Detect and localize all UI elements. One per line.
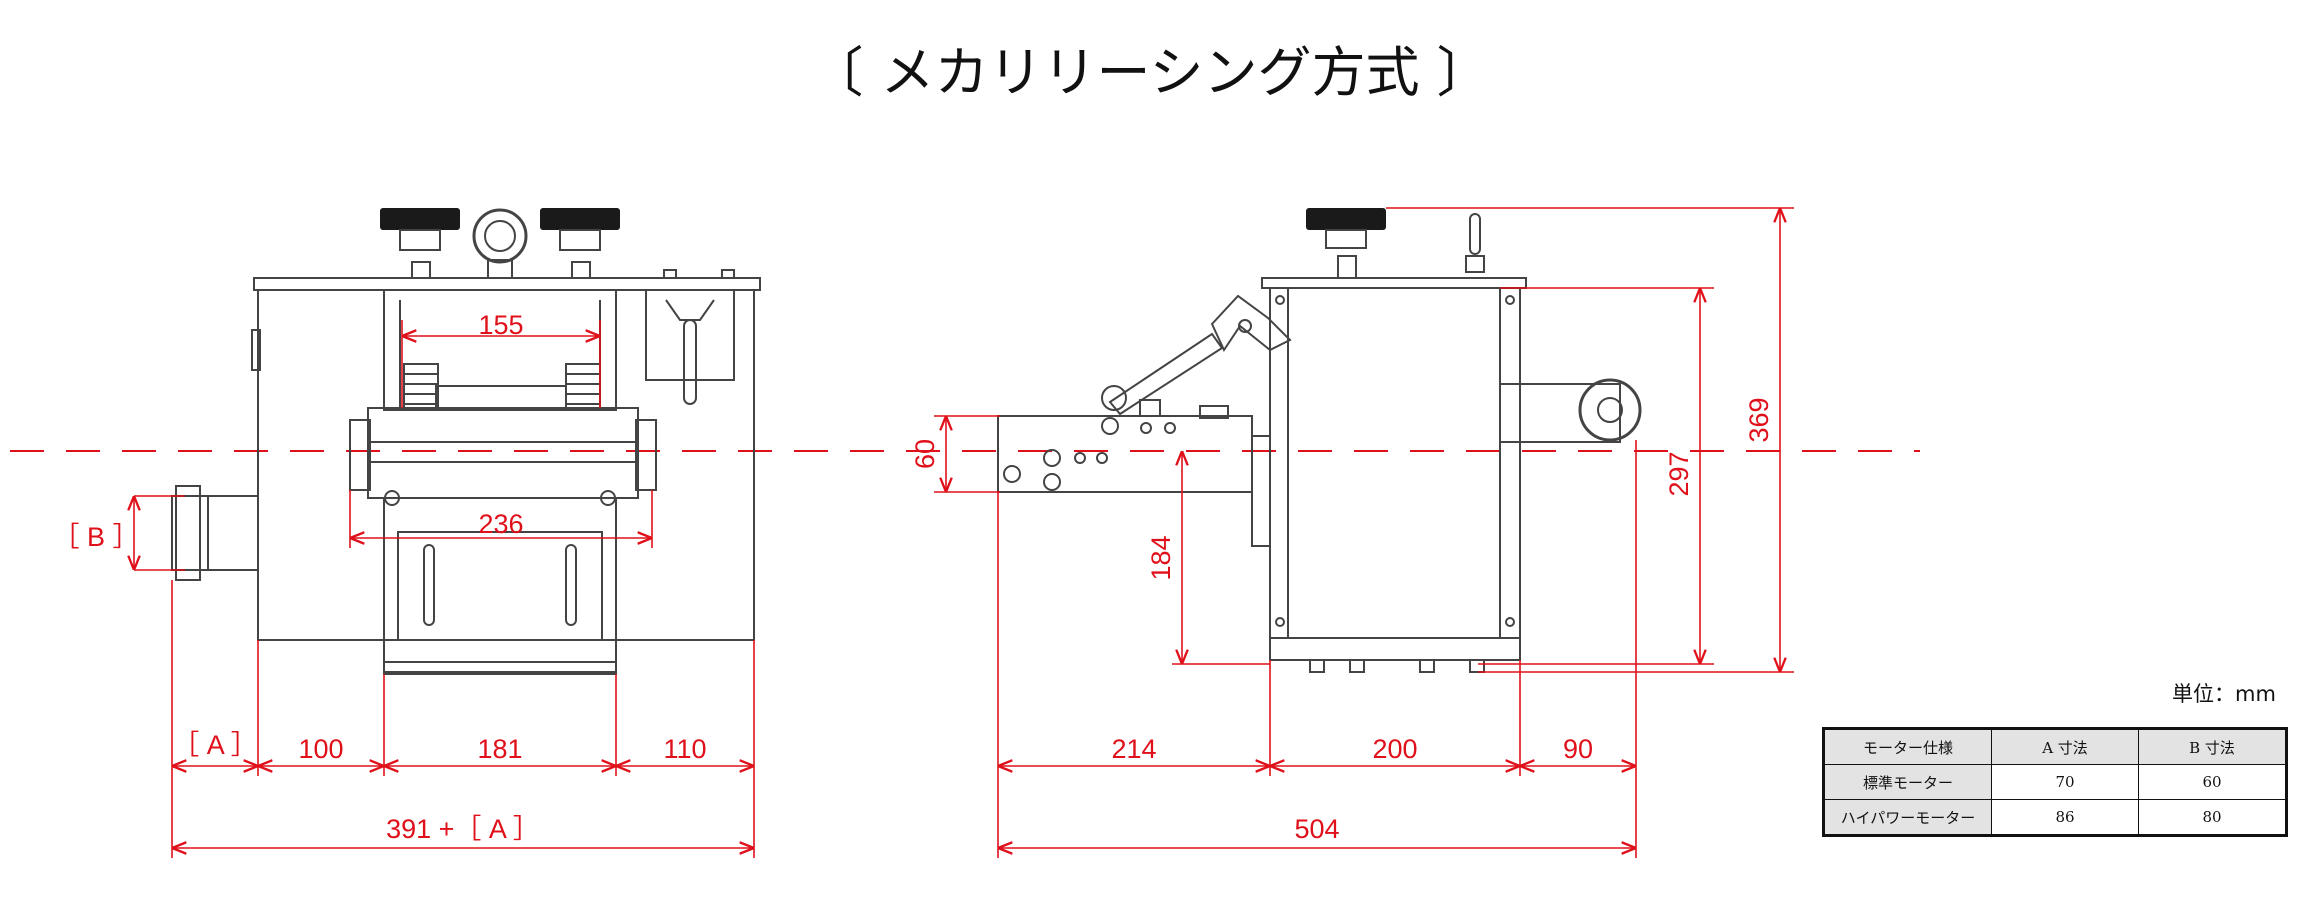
roller-icon [1578, 378, 1642, 442]
dim-214: 214 [1111, 734, 1156, 764]
table-cell: 60 [2138, 764, 2288, 800]
page-title: 〔 メカリリーシング方式 〕 [809, 41, 1491, 104]
table-header: モーター仕様 [1822, 727, 1992, 765]
dim-side-total: 504 [1294, 814, 1339, 844]
motor-spec-table: モーター仕様 A 寸法 B 寸法 標準モーター 70 60 ハイパワーモーター … [1822, 727, 2288, 837]
table-header: A 寸法 [1991, 727, 2139, 765]
side-dimension-lines [934, 207, 1794, 858]
front-dimension-lines [134, 320, 755, 858]
dim-90: 90 [1563, 734, 1593, 764]
dim-a: ［ A ］ [172, 730, 258, 760]
side-knobs [1306, 208, 1485, 279]
dim-200: 200 [1372, 734, 1417, 764]
dim-front-total: 391 +［ A ］ [386, 814, 540, 844]
dim-297: 297 [1664, 451, 1694, 496]
unit-label: 単位：mm [2172, 682, 2276, 706]
knob-icon [540, 208, 620, 230]
table-row: ハイパワーモーター 86 80 [1822, 799, 2288, 837]
dim-110: 110 [663, 734, 706, 764]
dim-155: 155 [478, 310, 523, 340]
table-cell: 86 [1991, 799, 2139, 837]
table-header: B 寸法 [2138, 727, 2288, 765]
dim-60: 60 [910, 439, 940, 469]
front-view [171, 261, 761, 675]
motor [171, 495, 259, 571]
table-cell: 標準モーター [1822, 764, 1992, 800]
table-header-row: モーター仕様 A 寸法 B 寸法 [1822, 727, 2288, 765]
dim-100: 100 [298, 734, 343, 764]
table-row: 標準モーター 70 60 [1822, 764, 2288, 800]
table-cell: 80 [2138, 799, 2288, 837]
dim-369: 369 [1744, 397, 1774, 442]
eyebolt-icon [472, 208, 528, 264]
spring-right [565, 363, 601, 411]
dim-184: 184 [1146, 535, 1176, 580]
spring-left [403, 363, 439, 411]
dim-b: ［ B ］ [52, 522, 139, 552]
dim-236: 236 [478, 509, 523, 539]
table-cell: ハイパワーモーター [1822, 799, 1992, 837]
table-cell: 70 [1991, 764, 2139, 800]
knob-icon [1306, 208, 1386, 230]
knob-icon [380, 208, 460, 230]
side-view [997, 277, 1642, 673]
front-knobs [380, 208, 620, 279]
release-lever [1108, 332, 1224, 416]
dim-181: 181 [477, 734, 522, 764]
